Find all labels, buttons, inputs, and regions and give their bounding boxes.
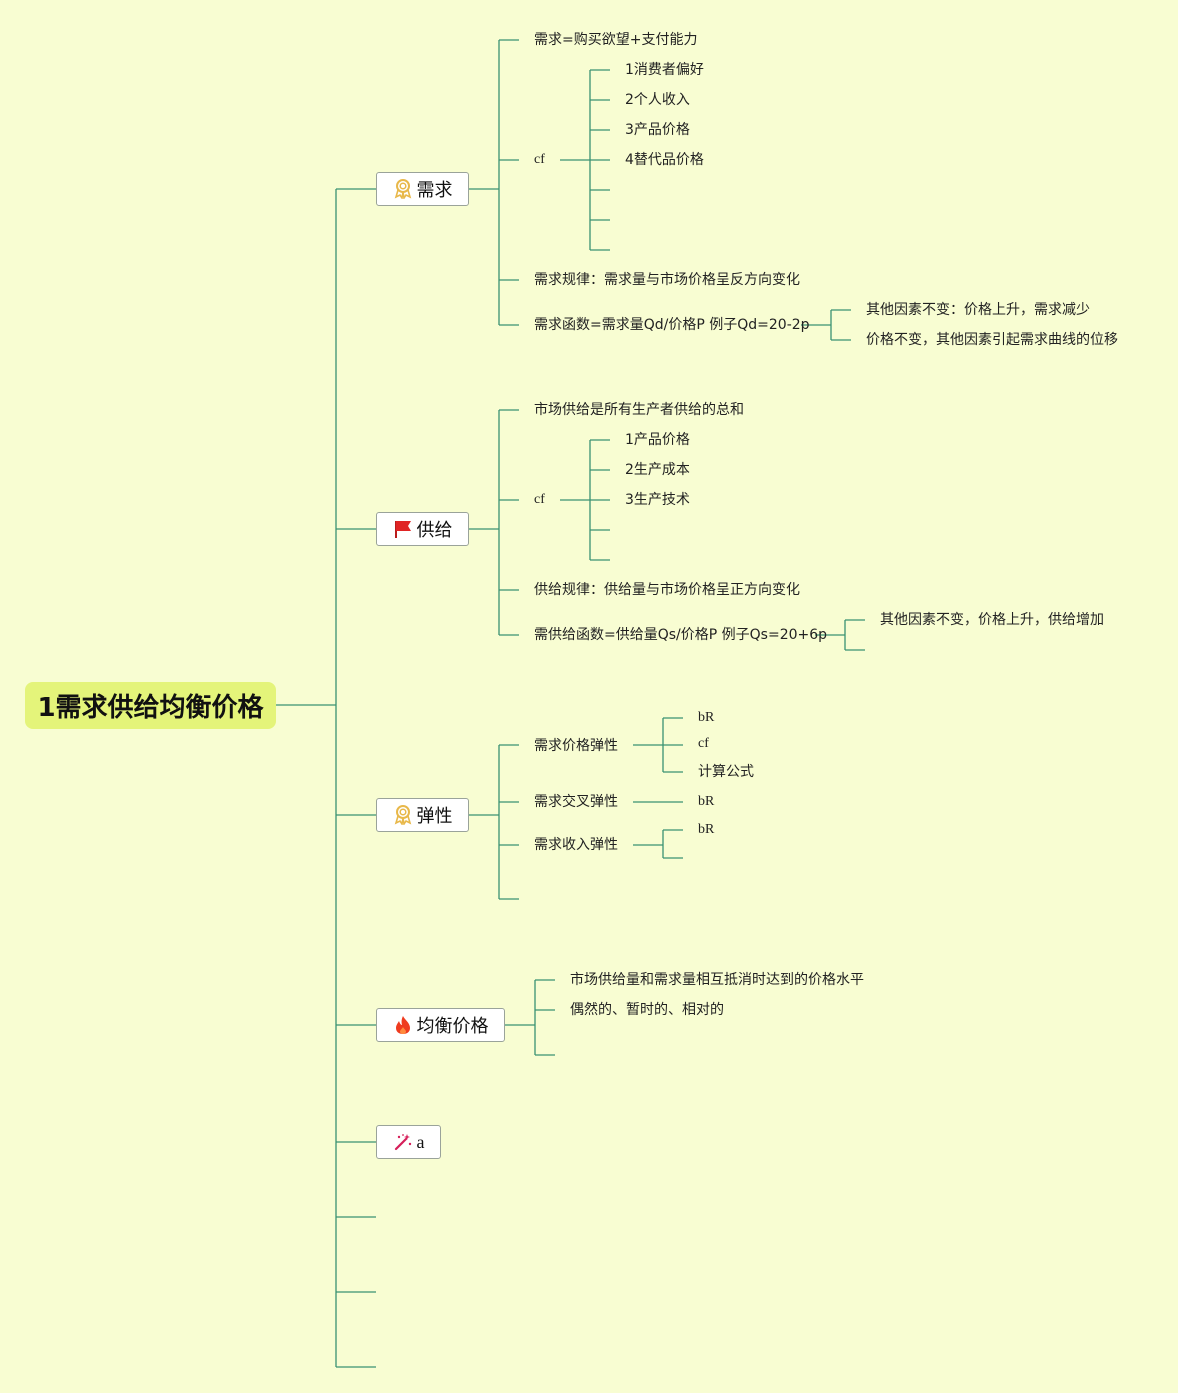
ribbon-award-icon (393, 179, 413, 199)
supply-function-note: 其他因素不变，价格上升，供给增加 (880, 612, 1104, 628)
topic-supply[interactable]: 供给 (376, 512, 469, 546)
topic-demand[interactable]: 需求 (376, 172, 469, 206)
demand-function-note: 其他因素不变：价格上升，需求减少 (866, 302, 1090, 318)
elasticity-price-item: 计算公式 (698, 764, 754, 780)
topic-a[interactable]: a (376, 1125, 441, 1159)
elasticity-cross: 需求交叉弹性 (534, 794, 618, 810)
topic-equilibrium-label: 均衡价格 (416, 1016, 489, 1037)
demand-function: 需求函数=需求量Qd/价格P 例子Qd=20-2p (534, 317, 810, 333)
elasticity-cross-item: bR (698, 794, 715, 809)
demand-definition: 需求=购买欲望+支付能力 (534, 32, 698, 48)
demand-cf-item: 4替代品价格 (625, 152, 704, 168)
fire-icon (393, 1015, 413, 1035)
supply-function: 需供给函数=供给量Qs/价格P 例子Qs=20+6p (534, 627, 828, 643)
red-flag-icon (393, 519, 413, 539)
elasticity-price: 需求价格弹性 (534, 738, 618, 754)
topic-demand-label: 需求 (416, 180, 453, 201)
supply-cf-item: 1产品价格 (625, 432, 690, 448)
supply-law: 供给规律：供给量与市场价格呈正方向变化 (534, 582, 800, 598)
topic-elasticity[interactable]: 弹性 (376, 798, 469, 832)
root-topic-label: 1需求供给均衡价格 (37, 693, 264, 723)
elasticity-price-item: cf (698, 736, 709, 751)
topic-supply-label: 供给 (416, 520, 453, 541)
supply-cf-label: cf (534, 492, 545, 507)
supply-cf-item: 3生产技术 (625, 492, 690, 508)
topic-equilibrium[interactable]: 均衡价格 (376, 1008, 505, 1042)
demand-cf-item: 3产品价格 (625, 122, 690, 138)
equilibrium-item: 市场供给量和需求量相互抵消时达到的价格水平 (570, 972, 864, 988)
elasticity-income: 需求收入弹性 (534, 837, 618, 853)
supply-cf-item: 2生产成本 (625, 462, 690, 478)
demand-law: 需求规律：需求量与市场价格呈反方向变化 (534, 272, 800, 288)
supply-definition: 市场供给是所有生产者供给的总和 (534, 402, 744, 418)
demand-cf-label: cf (534, 152, 545, 167)
ribbon-award-icon (393, 805, 413, 825)
equilibrium-item: 偶然的、暂时的、相对的 (570, 1002, 724, 1018)
elasticity-price-item: bR (698, 710, 715, 725)
magic-wand-icon (393, 1132, 413, 1152)
topic-elasticity-label: 弹性 (416, 806, 453, 827)
root-topic[interactable]: 1需求供给均衡价格 (25, 682, 276, 729)
demand-function-note: 价格不变，其他因素引起需求曲线的位移 (866, 332, 1118, 348)
demand-cf-item: 1消费者偏好 (625, 62, 704, 78)
elasticity-income-item: bR (698, 822, 715, 837)
topic-a-label: a (416, 1131, 425, 1152)
demand-cf-item: 2个人收入 (625, 92, 690, 108)
